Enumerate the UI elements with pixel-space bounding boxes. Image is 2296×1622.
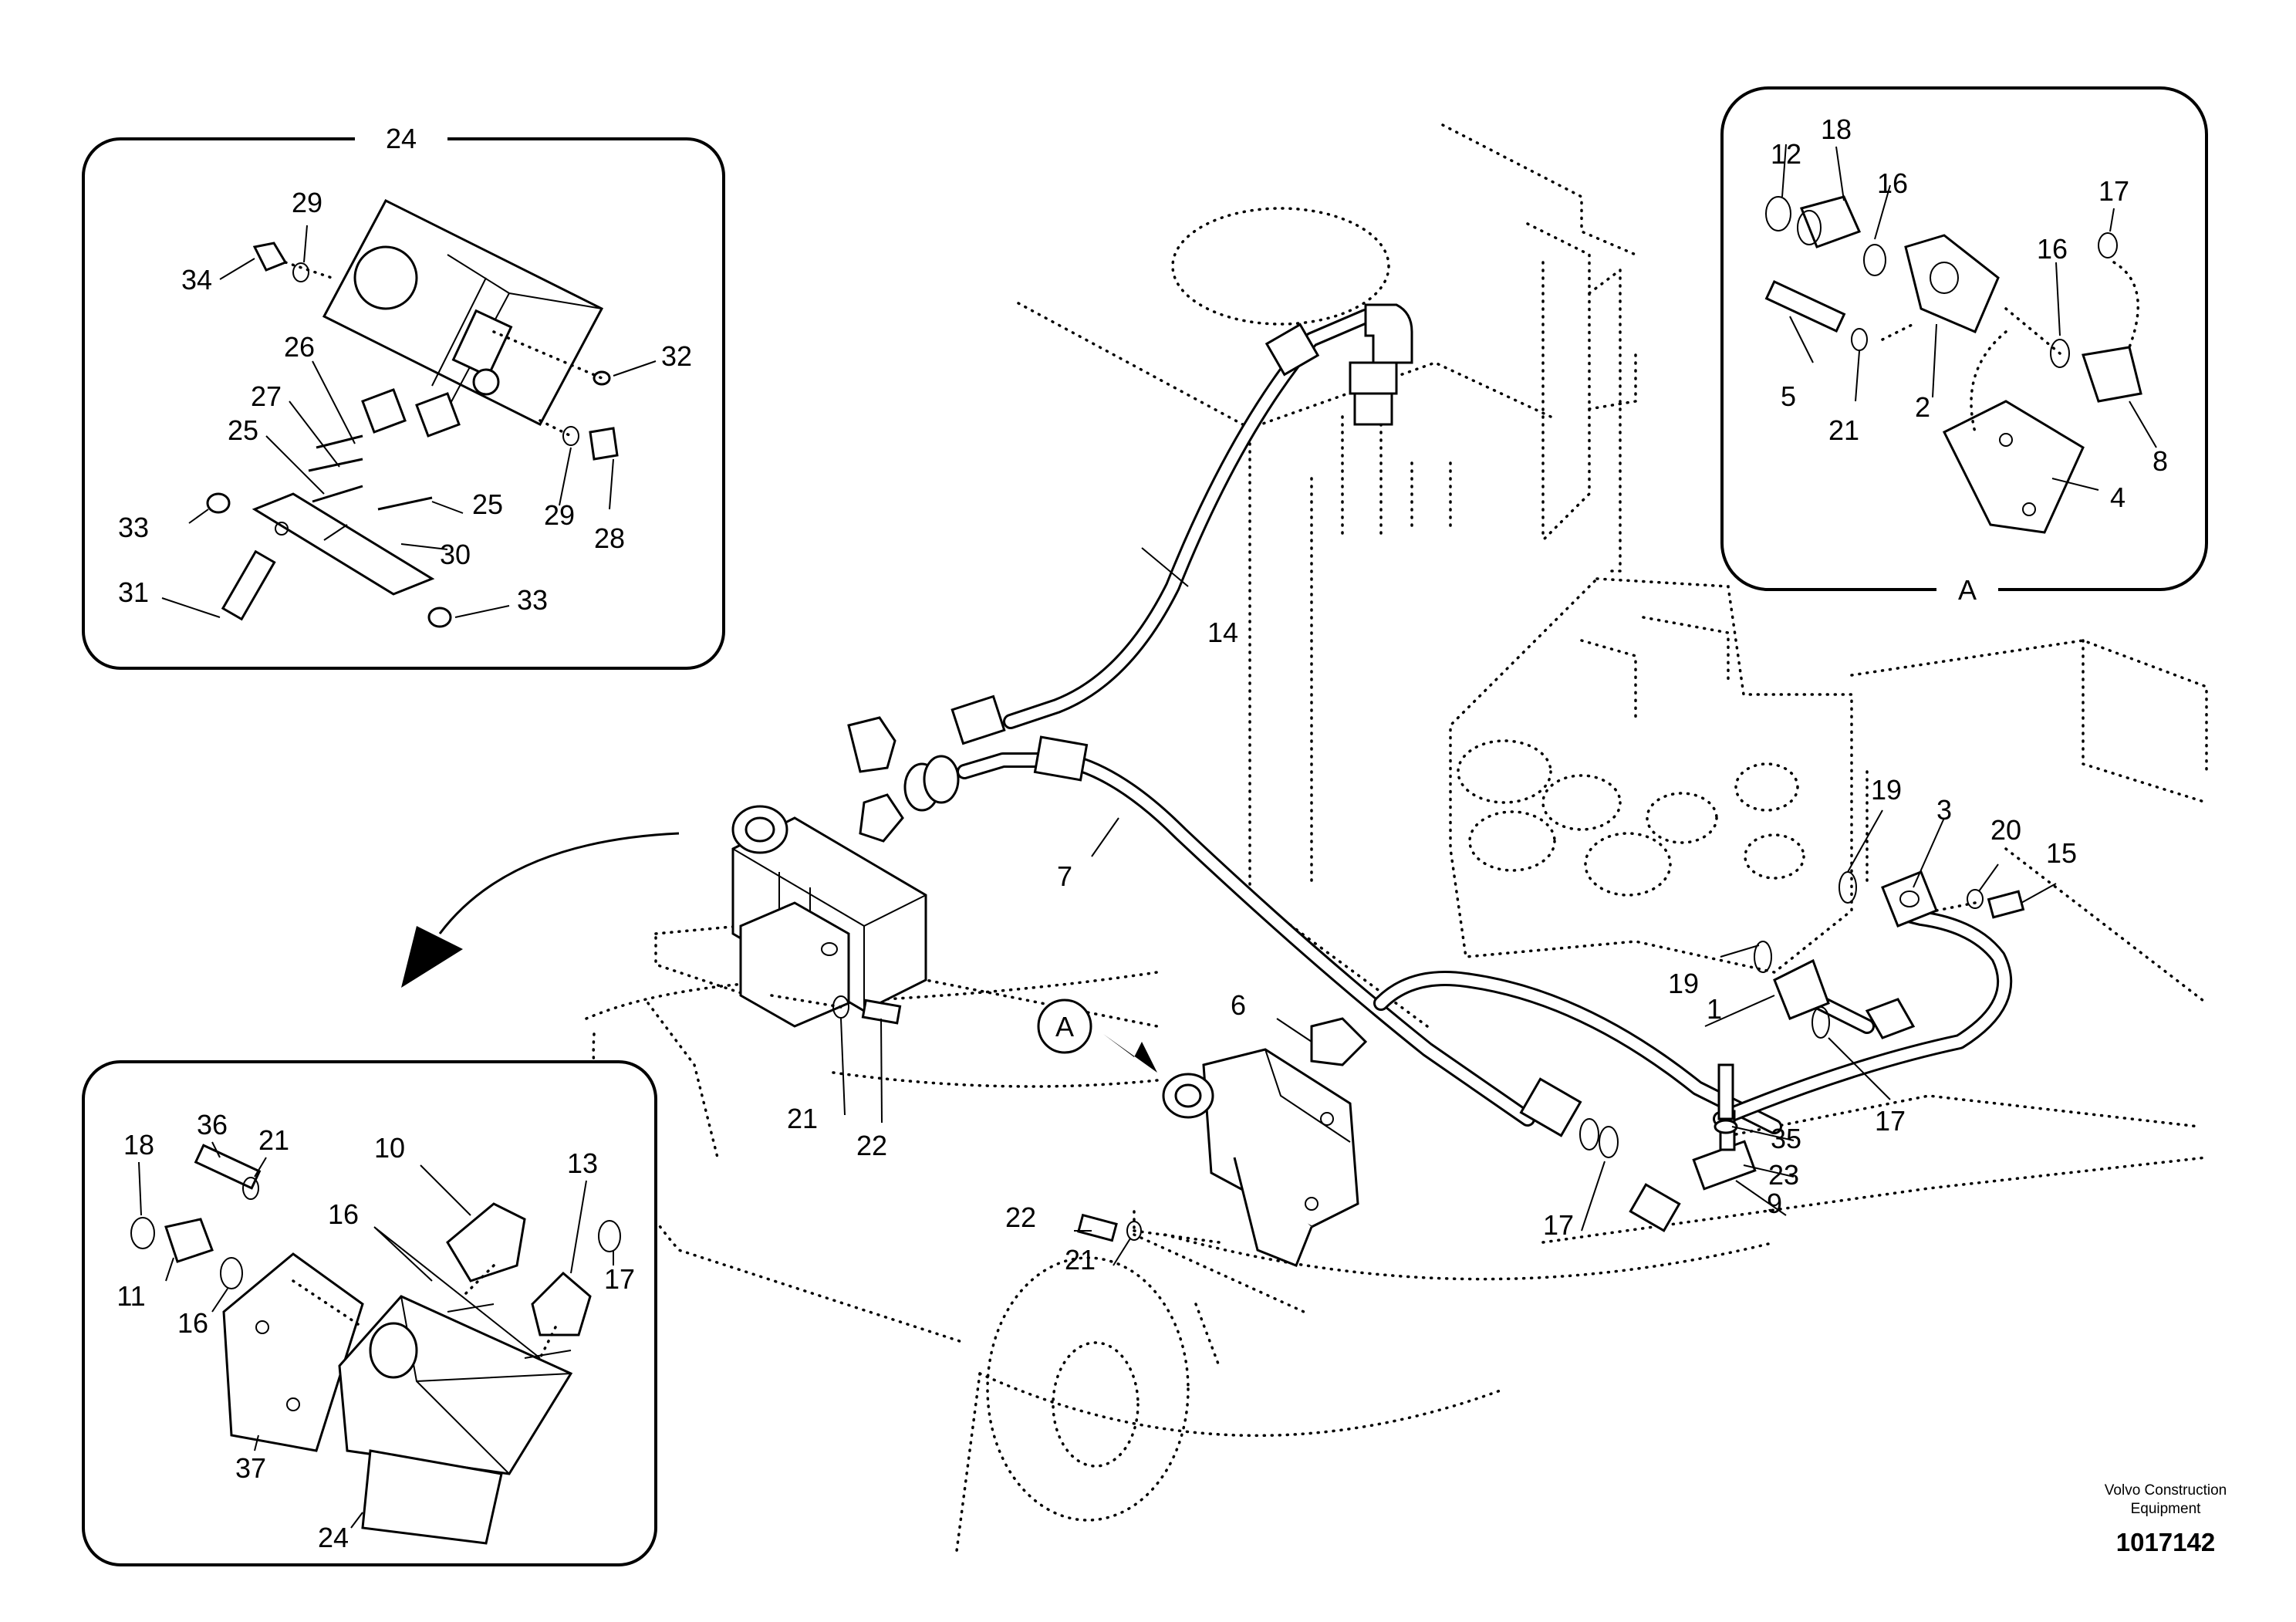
- label-30: 30: [440, 539, 471, 570]
- label-32: 32: [661, 340, 692, 372]
- label-31: 31: [118, 576, 149, 608]
- label-21-main: 21: [787, 1103, 818, 1134]
- label-16b: 16: [2037, 233, 2068, 265]
- brand-line-2: Equipment: [2131, 1501, 2202, 1517]
- drawing-number: 1017142: [2116, 1528, 2215, 1556]
- label-29b: 29: [544, 499, 575, 531]
- flange-1: [1773, 958, 1916, 1039]
- label-4: 4: [2110, 482, 2125, 513]
- callout-a-text: A: [1055, 1011, 1074, 1042]
- label-21-bl: 21: [258, 1124, 289, 1156]
- label-16-bl-top: 16: [328, 1198, 359, 1230]
- inset-top-right: A: [1720, 86, 2208, 606]
- labels-bottom-left: 18 36 21 10 13 16 17 11 16 37 24: [116, 1109, 635, 1553]
- selector-valve-main: [731, 716, 927, 1028]
- washer-21-bolt-22: [770, 994, 902, 1025]
- label-29: 29: [292, 187, 322, 218]
- label-28: 28: [594, 522, 625, 554]
- bolt-15-washer-20: [1935, 889, 2025, 919]
- curved-arrow-icon: [401, 832, 680, 988]
- filter-assembly: [1341, 267, 1637, 573]
- label-22-main: 22: [856, 1130, 887, 1161]
- inset-top-right-title: A: [1958, 574, 1977, 606]
- label-6: 6: [1231, 989, 1246, 1021]
- label-25a: 25: [228, 414, 258, 446]
- label-16-bl: 16: [177, 1307, 208, 1339]
- label-26: 26: [284, 331, 315, 363]
- inset-top-left: 24: [82, 123, 725, 670]
- label-23: 23: [1768, 1159, 1799, 1191]
- label-17-lower: 17: [1543, 1209, 1574, 1241]
- callout-a: A: [1037, 999, 1157, 1073]
- labels-main: 14 7 19 3 20 15 19 1 6 21 22 17 35 23 9 …: [787, 617, 2077, 1276]
- brand-line-1: Volvo Construction: [2105, 1482, 2227, 1499]
- label-25b: 25: [472, 488, 503, 520]
- label-17-bl: 17: [604, 1263, 635, 1295]
- label-21: 21: [1828, 414, 1859, 446]
- label-8: 8: [2152, 445, 2168, 477]
- label-36: 36: [197, 1109, 228, 1140]
- label-18-bl: 18: [123, 1129, 154, 1161]
- hose-7: [903, 735, 1582, 1137]
- title-block: Volvo Construction Equipment 1017142: [2105, 1482, 2227, 1556]
- label-20: 20: [1990, 814, 2021, 846]
- bracket-assembly-6: [1162, 1017, 1368, 1267]
- label-17-main: 17: [1875, 1105, 1906, 1137]
- control-valve-block: [1449, 577, 1853, 974]
- labels-top-left: 29 34 32 26 27 25 25 29 28 33 30 31 33: [118, 187, 692, 616]
- label-5: 5: [1781, 380, 1796, 412]
- label-34: 34: [181, 264, 212, 296]
- label-21-lower: 21: [1065, 1244, 1096, 1276]
- label-16a: 16: [1877, 167, 1908, 199]
- label-12: 12: [1771, 138, 1801, 170]
- label-7: 7: [1057, 860, 1072, 892]
- label-15: 15: [2046, 837, 2077, 869]
- label-13: 13: [567, 1147, 598, 1179]
- label-17: 17: [2098, 175, 2129, 207]
- label-37: 37: [235, 1452, 266, 1484]
- label-1: 1: [1707, 993, 1722, 1025]
- hose-lower-loop: [1373, 907, 2013, 1134]
- oring-17-lower: [1579, 1118, 1619, 1158]
- label-33b: 33: [517, 584, 548, 616]
- label-19a: 19: [1871, 774, 1902, 806]
- leader-lines: [138, 144, 2157, 1529]
- inset-top-left-title: 24: [386, 123, 417, 154]
- label-3: 3: [1936, 794, 1952, 826]
- labels-top-right: 18 12 16 17 16 5 21 2 8 4: [1771, 113, 2168, 513]
- label-35: 35: [1771, 1123, 1801, 1154]
- label-22-lower: 22: [1005, 1201, 1036, 1233]
- label-2: 2: [1915, 391, 1930, 423]
- label-27: 27: [251, 380, 282, 412]
- bolt-35-23: [1714, 1063, 1738, 1134]
- label-11: 11: [116, 1280, 145, 1312]
- label-9: 9: [1767, 1188, 1782, 1219]
- bolt-22-washer-21-lower: [1077, 1213, 1221, 1244]
- label-14: 14: [1207, 617, 1238, 648]
- label-10: 10: [374, 1132, 405, 1164]
- hose-14: [950, 303, 1413, 745]
- label-33a: 33: [118, 512, 149, 543]
- label-24-bl: 24: [318, 1522, 349, 1553]
- label-19b: 19: [1668, 968, 1699, 999]
- inset-bottom-left: [82, 1060, 657, 1566]
- label-18: 18: [1821, 113, 1852, 145]
